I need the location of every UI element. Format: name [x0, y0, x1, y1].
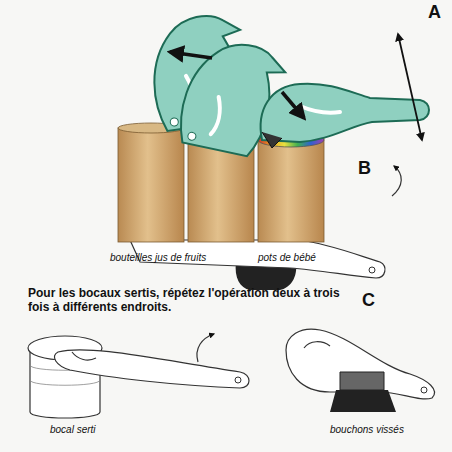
motion-arrow [282, 92, 304, 118]
double-arrow [398, 34, 422, 140]
caption-label: pots de bébé [258, 252, 316, 264]
caption-label: bouchons vissés [330, 424, 404, 436]
lever-hole [369, 267, 375, 273]
sealed-jar [28, 336, 249, 418]
instruction-note: Pour les bocaux sertis, répétez l'opérat… [28, 287, 346, 315]
step-letter: C [362, 290, 375, 311]
screw-cap-opener [286, 329, 435, 412]
step-letter: A [428, 2, 441, 23]
caption-label: bocal serti [50, 424, 96, 436]
step-letter: B [358, 158, 371, 179]
opener-3 [261, 84, 429, 148]
motion-arrow [170, 52, 212, 58]
caption-label: bouteilles jus de fruits [110, 252, 206, 264]
turn-arrow [392, 166, 401, 196]
turn-arrow [197, 334, 214, 362]
